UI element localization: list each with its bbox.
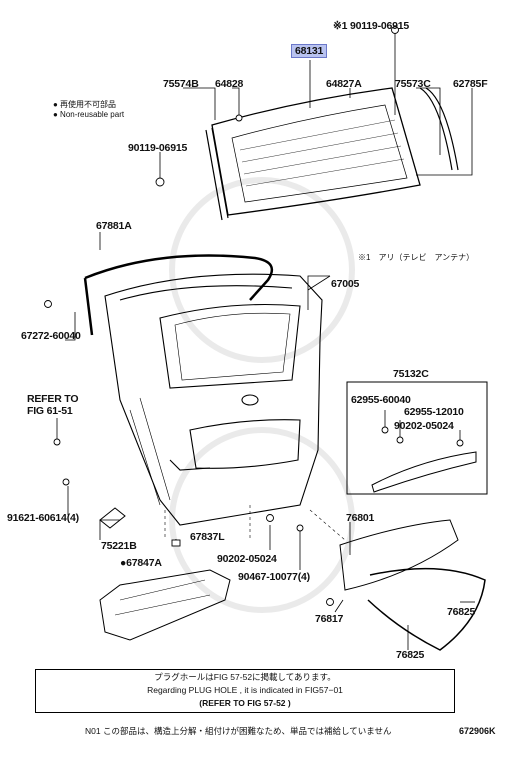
part-label-62785f[interactable]: 62785F: [453, 78, 488, 90]
fasteners: [44, 26, 464, 606]
part-label-76825-a[interactable]: 76825: [447, 606, 476, 618]
part-label-67272-60040[interactable]: 67272-60040: [21, 330, 81, 342]
refer-line2[interactable]: FIG 61-51: [27, 405, 73, 417]
part-label-bolt-star[interactable]: ※1 90119-06915: [333, 20, 410, 32]
part-label-67847a[interactable]: ●67847A: [120, 557, 162, 569]
legend-jp: ● 再使用不可部品: [53, 100, 117, 109]
refer-line1[interactable]: REFER TO: [27, 393, 79, 405]
part-label-75573c[interactable]: 75573C: [395, 78, 431, 90]
leader-lines: [56, 30, 475, 650]
part-label-64827a[interactable]: 64827A: [326, 78, 362, 90]
lower-parts: [99, 507, 486, 651]
watermark-logo: [169, 177, 355, 613]
part-label-75221b[interactable]: 75221B: [101, 540, 137, 552]
part-label-90202-05024-spoiler[interactable]: 90202-05024: [394, 420, 454, 432]
note-jp: プラグホールはFIG 57-52に掲載してあります。: [154, 672, 336, 682]
part-label-90467-10077[interactable]: 90467-10077(4): [238, 571, 310, 583]
note-en: Regarding PLUG HOLE , it is indicated in…: [147, 685, 343, 695]
spoiler-box: [346, 381, 488, 495]
part-label-62955-12010[interactable]: 62955-12010: [404, 406, 464, 418]
part-label-90119-06915[interactable]: 90119-06915: [128, 142, 188, 154]
dashed-guides: [164, 505, 346, 541]
rear-glass-assy: [211, 87, 421, 216]
diagram-code: 672906K: [459, 726, 496, 736]
part-label-67837l[interactable]: 67837L: [190, 531, 225, 543]
part-label-64828[interactable]: 64828: [215, 78, 244, 90]
part-label-62955-60040[interactable]: 62955-60040: [351, 394, 411, 406]
note-ref: (REFER TO FIG 57-52 ): [199, 698, 291, 708]
part-label-76825-b[interactable]: 76825: [396, 649, 425, 661]
part-label-67881a[interactable]: 67881A: [96, 220, 132, 232]
part-label-75132c[interactable]: 75132C: [393, 368, 429, 380]
part-label-68131[interactable]: 68131: [291, 44, 328, 58]
part-label-90202-05024[interactable]: 90202-05024: [217, 553, 277, 565]
footer-note: N01 この部品は、構造上分解・組付けが困難なため、単品では補給していません: [85, 726, 392, 736]
antenna-note: ※1 アリ（テレビ アンテナ）: [358, 253, 475, 262]
part-label-76817[interactable]: 76817: [315, 613, 344, 625]
part-label-91621-60614[interactable]: 91621-60614(4): [7, 512, 79, 524]
plug-hole-note: プラグホールはFIG 57-52に掲載してあります。 Regarding PLU…: [35, 669, 455, 713]
part-label-75574b[interactable]: 75574B: [163, 78, 199, 90]
weatherstrip-outline: [83, 254, 274, 336]
legend-en: ● Non-reusable part: [53, 110, 125, 119]
part-label-76801[interactable]: 76801: [346, 512, 375, 524]
glass-moldings: [205, 87, 459, 221]
part-label-67005[interactable]: 67005: [331, 278, 360, 290]
back-door: [104, 273, 323, 526]
